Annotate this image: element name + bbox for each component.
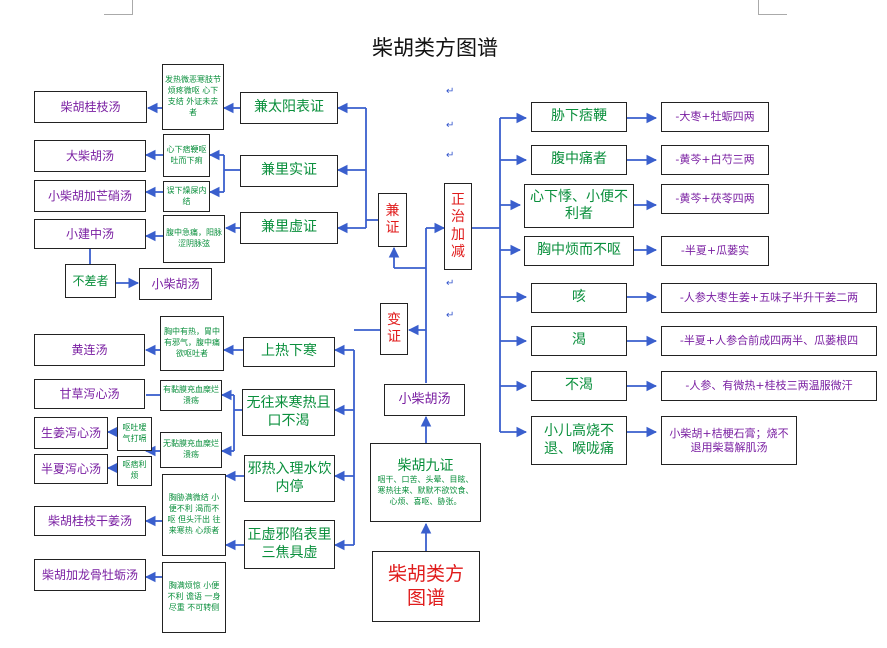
nine-signs-desc: 咽干、口苦、头晕、目眩、寒热往来、默默不欲饮食、心烦、喜呕、胁张。 [377, 475, 474, 506]
symptom-1: 胁下痞鞕 [531, 102, 627, 132]
jian-category-3: 兼里虚证 [240, 212, 338, 244]
nine-signs-title: 柴胡九证 [397, 457, 454, 474]
symptom-4: 胸中烦而不呕 [524, 236, 634, 266]
center-line-2: 图谱 [406, 586, 445, 609]
paragraph-mark: ↵ [446, 310, 455, 321]
mod-8: 小柴胡+桔梗石膏；烧不退用柴葛解肌汤 [661, 416, 797, 465]
symptom-3: 心下悸、小便不利者 [524, 184, 634, 228]
symptom-5: 咳 [531, 283, 627, 313]
jian-formula-3: 小柴胡加芒硝汤 [34, 180, 146, 212]
symptom-2: 腹中痛者 [531, 145, 627, 175]
mod-6: -半夏+人参合前成四两半、瓜蒌根四 [661, 326, 877, 356]
bian-formula-6: 柴胡加龙骨牡蛎汤 [34, 559, 146, 591]
mod-1: -大枣+牡蛎四两 [661, 102, 769, 132]
jian-zheng-node: 兼证 [378, 193, 407, 247]
sub-note-2: 呕痞利烦 [117, 456, 152, 486]
mod-3: -黄芩+茯苓四两 [661, 184, 769, 214]
jian-formula-1: 柴胡桂枝汤 [34, 91, 147, 123]
bian-zheng-node: 变证 [380, 303, 408, 355]
jian-category-2: 兼里实证 [240, 155, 338, 187]
symptom-7: 不渴 [531, 371, 627, 401]
symptom-8: 小儿高烧不退、喉咙痛 [531, 416, 627, 465]
jian-note-2a: 心下痞鞕呕吐而下痢 [163, 134, 210, 177]
bian-note-4: 胸满烦惊 小便不利 谵语 一身尽重 不可转侧 [162, 562, 226, 633]
jian-category-1: 兼太阳表证 [240, 92, 338, 124]
bian-category-1: 上热下寒 [243, 337, 335, 367]
bian-category-3: 邪热入理水饮内停 [244, 455, 335, 502]
page-title: 柴胡类方图谱 [372, 36, 498, 60]
paragraph-mark: ↵ [446, 86, 455, 97]
center-node: 柴胡类方 图谱 [372, 551, 480, 622]
paragraph-mark: ↵ [446, 150, 455, 161]
mod-5: -人参大枣生姜+五味子半升干姜二两 [661, 283, 877, 313]
bian-formula-3: 生姜泻心汤 [34, 417, 108, 449]
bian-category-4: 正虚邪陷表里三焦具虚 [244, 520, 335, 569]
xiao-chaihu-node: 小柴胡汤 [384, 384, 465, 416]
paragraph-mark: ↵ [446, 120, 455, 131]
nine-signs-node: 柴胡九证 咽干、口苦、头晕、目眩、寒热往来、默默不欲饮食、心烦、喜呕、胁张。 [370, 443, 481, 522]
jian-note-2b: 误下燥屎内结 [163, 181, 210, 212]
bian-formula-2: 甘草泻心汤 [34, 379, 145, 409]
paragraph-mark: ↵ [446, 278, 455, 289]
mod-4: -半夏+瓜蒌实 [661, 236, 769, 266]
bian-note-1: 胸中有热，胃中有邪气，腹中痛欲呕吐者 [160, 316, 224, 371]
page-corner-mark [758, 0, 787, 15]
center-line-1: 柴胡类方 [387, 562, 464, 585]
jian-formula-2: 大柴胡汤 [34, 140, 146, 172]
zheng-zhi-node: 正治加减 [444, 183, 472, 270]
mod-2: -黄芩+白芍三两 [661, 145, 769, 175]
bian-note-2a: 有黏膜充血糜烂 溃疡 [160, 380, 222, 411]
jian-formula-4: 小建中汤 [34, 219, 146, 249]
bu-chai-node: 不差者 [65, 264, 116, 298]
bian-formula-1: 黄连汤 [34, 334, 145, 366]
bian-note-2b: 无黏膜充血糜烂 溃疡 [160, 432, 222, 468]
page-corner-mark [104, 0, 133, 15]
bian-formula-4: 半夏泻心汤 [34, 454, 108, 484]
mod-7: -人参、有微热+桂枝三两温服微汗 [661, 371, 877, 401]
sub-note-1: 呕吐嗳气打嗝 [117, 417, 152, 451]
jian-note-3: 腹中急痛，阳脉涩阴脉弦 [163, 215, 225, 263]
bian-note-3: 胸胁满微结 小便不利 渴而不呕 但头汗出 往来寒热 心烦者 [162, 474, 226, 556]
bian-category-2: 无往来寒热且口不渴 [242, 389, 335, 436]
jian-note-1: 发热微恶寒肢节烦疼微呕 心下支结 外证未去者 [162, 64, 224, 130]
symptom-6: 渴 [531, 326, 627, 356]
bian-formula-5: 柴胡桂枝干姜汤 [34, 506, 146, 536]
bu-chai-formula: 小柴胡汤 [139, 268, 212, 300]
